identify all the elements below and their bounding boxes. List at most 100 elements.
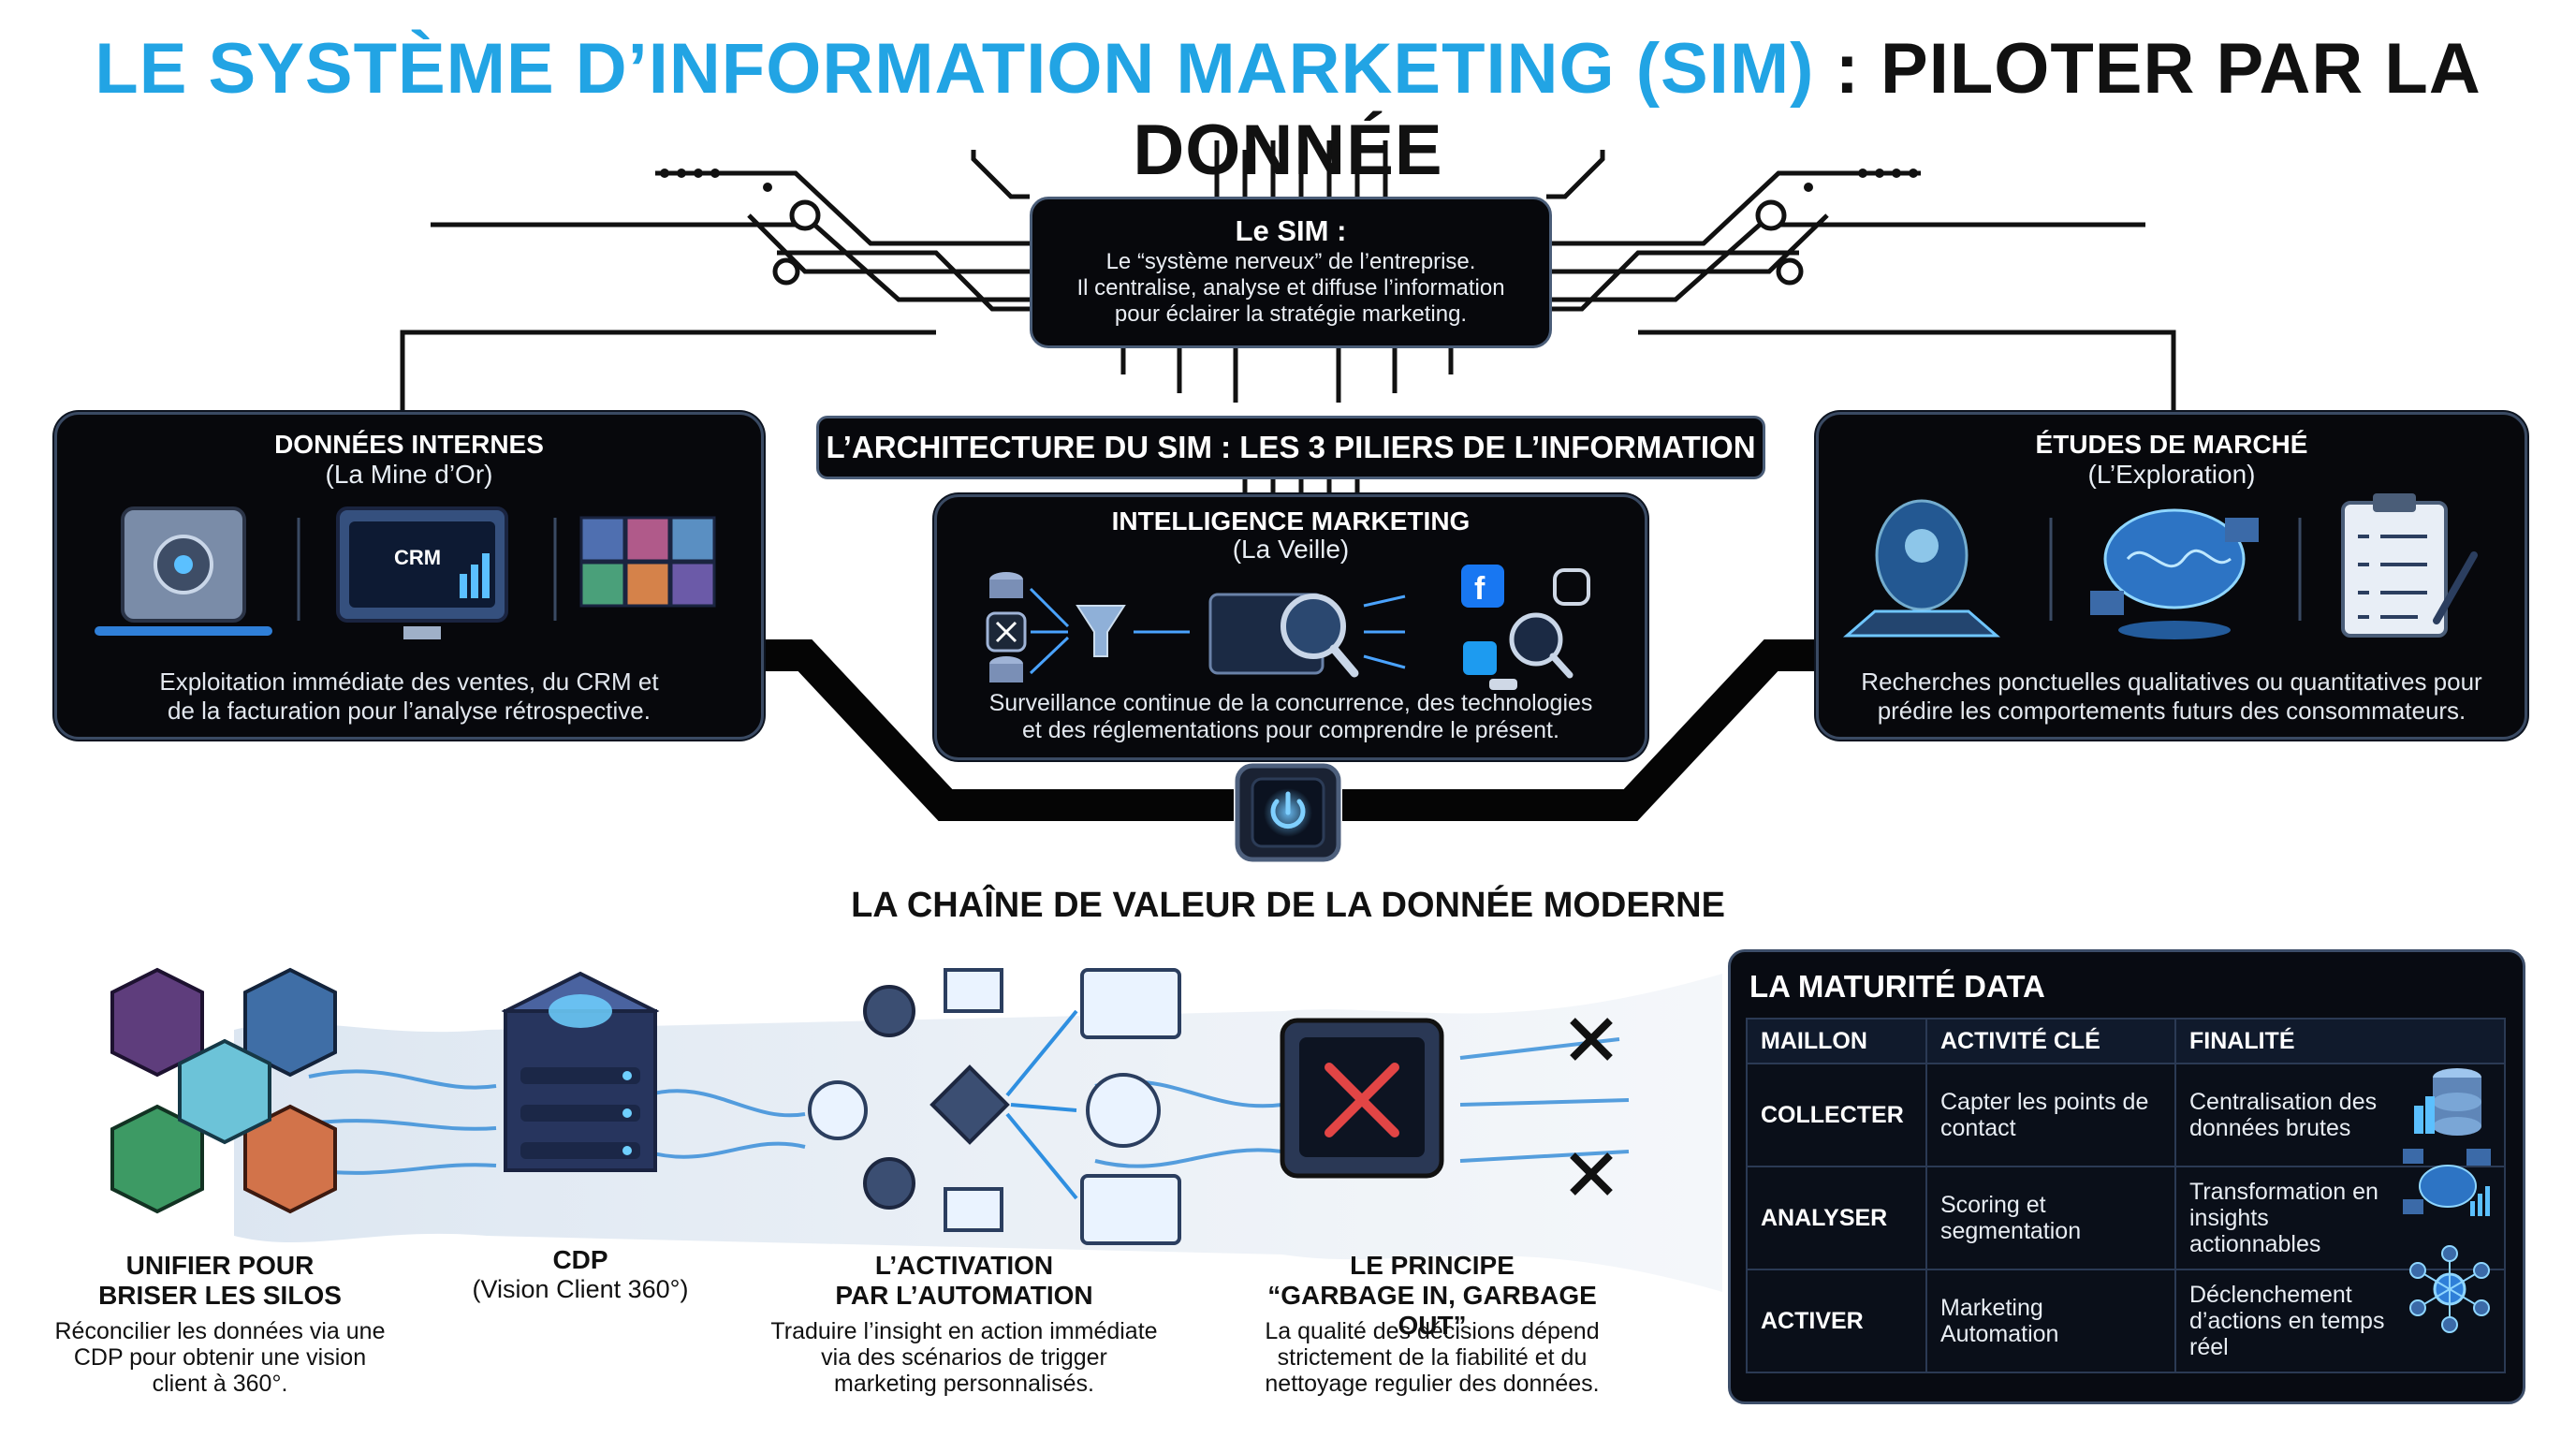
pillar-internal-title: DONNÉES INTERNES	[274, 430, 544, 459]
step-activation-text-line-2: via des scénarios de trigger	[821, 1344, 1107, 1371]
connector-left	[739, 639, 1234, 821]
step-principle-text-line-2: strictement de la fiabilité et du	[1277, 1344, 1588, 1371]
maturity-row-2-finalite: Transformation en insights actionnables	[2189, 1179, 2378, 1257]
network-hub-icon	[2409, 1245, 2490, 1333]
maturity-row-3-finalite-cell: Déclenchement d’actions en temps réel	[2174, 1245, 2506, 1373]
sim-title: Le SIM :	[1235, 214, 1347, 247]
pillar-internal-text-line-1: Exploitation immédiate des ventes, du CR…	[159, 668, 659, 696]
data-cubes-icon	[579, 516, 716, 608]
pillar-market-subtitle: (L’Exploration)	[2087, 460, 2256, 489]
step-principle-title: LE PRINCIPE “GARBAGE IN, GARBAGE OUT”	[1236, 1251, 1629, 1341]
analytics-brain-icon	[2403, 1149, 2491, 1216]
hologram-head-icon	[1842, 499, 2001, 638]
maturity-row-2-maillon: ANALYSER	[1746, 1166, 1927, 1270]
maturity-header-maillon: MAILLON	[1746, 1018, 1927, 1064]
maturity-row-1-maillon: COLLECTER	[1746, 1063, 1927, 1167]
sim-description: Le “système nerveux” de l’entreprise. Il…	[1076, 249, 1505, 327]
table-row: ANALYSER Scoring et segmentation Transfo…	[1746, 1149, 2506, 1270]
database-icon	[989, 572, 1023, 682]
power-chip-icon	[1235, 763, 1341, 862]
sim-definition-box: Le SIM : Le “système nerveux” de l’entre…	[1030, 197, 1552, 348]
pillar-internal-text-line-2: de la facturation pour l’analyse rétrosp…	[168, 697, 651, 725]
pillar-internal-icons: CRM	[95, 506, 716, 639]
step-unify-title-line-2: BRISER LES SILOS	[98, 1281, 342, 1310]
step-unify-text: Réconcilier les données via une CDP pour…	[28, 1318, 412, 1397]
x-icon	[986, 611, 1027, 653]
silos-cubes-icon	[110, 967, 337, 1214]
value-chain-title: LA CHAÎNE DE VALEUR DE LA DONNÉE MODERNE	[851, 886, 1725, 925]
table-row: COLLECTER Capter les points de contact C…	[1746, 1063, 2506, 1167]
maturity-row-2-activite: Scoring et segmentation	[1925, 1166, 2176, 1270]
step-activation-title-line-1: L’ACTIVATION	[874, 1251, 1054, 1280]
circuit-nodes	[772, 199, 1804, 286]
step-principle-text-line-1: La qualité des décisions dépend	[1265, 1318, 1600, 1344]
pillar-intelligence-subtitle: (La Veille)	[1232, 535, 1350, 564]
step-activation-text: Traduire l’insight en action immédiate v…	[749, 1318, 1179, 1397]
pillar-market-text-line-2: prédire les comportements futurs des con…	[1877, 697, 2466, 725]
pillar-market-studies: ÉTUDES DE MARCHÉ (L’Exploration) Recherc…	[1816, 412, 2527, 740]
crm-label: CRM	[394, 546, 441, 569]
maturity-header-activite: ACTIVITÉ CLÉ	[1925, 1018, 2176, 1064]
step-principle-title-line-1: LE PRINCIPE	[1350, 1251, 1515, 1280]
clipboard-icon	[2341, 493, 2478, 638]
maturity-data-panel: LA MATURITÉ DATA MAILLON ACTIVITÉ CLÉ FI…	[1728, 949, 2525, 1404]
instagram-icon	[1553, 568, 1590, 606]
pillar-market-text: Recherches ponctuelles qualitatives ou q…	[1819, 668, 2525, 726]
database-stack-icon	[2414, 1068, 2481, 1136]
brain-icon	[2090, 508, 2259, 639]
maturity-row-3-activite: Marketing Automation	[1925, 1269, 2176, 1373]
pillar-market-title: ÉTUDES DE MARCHÉ	[2035, 430, 2308, 459]
maturity-row-1-finalite-cell: Centralisation des données brutes	[2174, 1063, 2506, 1167]
maturity-row-1-activite: Capter les points de contact	[1925, 1063, 2176, 1167]
connector-right	[1342, 639, 1837, 821]
pillar-marketing-intelligence: INTELLIGENCE MARKETING (La Veille) f Sur…	[934, 494, 1647, 760]
step-cdp-title: CDP	[552, 1245, 608, 1274]
funnel-icon	[1076, 605, 1126, 657]
maturity-header-finalite: FINALITÉ	[2174, 1018, 2506, 1064]
step-unify-title-line-1: UNIFIER POUR	[125, 1251, 315, 1280]
step-principle-title-line-2: “GARBAGE IN, GARBAGE OUT”	[1267, 1281, 1597, 1340]
pillar-intelligence-text-line-1: Surveillance continue de la concurrence,…	[988, 690, 1593, 716]
pillar-market-text-line-1: Recherches ponctuelles qualitatives ou q…	[1861, 668, 2482, 696]
garbage-monitor-icon	[1280, 1018, 1613, 1196]
tiktok-icon	[1489, 679, 1517, 690]
pillar-intelligence-text: Surveillance continue de la concurrence,…	[937, 690, 1645, 744]
twitter-icon	[1463, 641, 1497, 675]
automation-icons	[808, 968, 1181, 1245]
step-activation-title-line-2: PAR L’AUTOMATION	[835, 1281, 1093, 1310]
step-unify-text-line-1: Réconcilier les données via une	[54, 1318, 386, 1344]
maturity-title: LA MATURITÉ DATA	[1749, 969, 2045, 1004]
pillar-internal-subtitle: (La Mine d’Or)	[325, 460, 493, 489]
crm-monitor-icon: CRM	[336, 506, 508, 639]
circuit-dots	[660, 169, 1918, 192]
title-part-1: LE SYSTÈME D’INFORMATION MARKETING (SIM)	[95, 29, 1815, 109]
magnifier-icon	[1208, 593, 1359, 678]
step-unify-title: UNIFIER POUR BRISER LES SILOS	[47, 1251, 393, 1311]
step-activation-text-line-1: Traduire l’insight en action immédiate	[770, 1318, 1158, 1344]
svg-text:f: f	[1474, 571, 1486, 607]
pillar-intelligence-icons: f	[986, 565, 1590, 690]
maturity-table: MAILLON ACTIVITÉ CLÉ FINALITÉ COLLECTER …	[1746, 1018, 2506, 1373]
pillar-intelligence-title: INTELLIGENCE MARKETING	[1111, 506, 1471, 536]
circuit-traces	[400, 140, 2176, 496]
maturity-header-row: MAILLON ACTIVITÉ CLÉ FINALITÉ	[1746, 1018, 2506, 1064]
step-unify-text-line-2: CDP pour obtenir une vision	[73, 1344, 367, 1371]
step-activation-text-line-3: marketing personnalisés.	[834, 1371, 1094, 1397]
step-activation-title: L’ACTIVATION PAR L’AUTOMATION	[805, 1251, 1123, 1311]
title-part-2: : PILOTER PAR LA DONNÉE	[1133, 29, 2481, 190]
facebook-icon	[1461, 565, 1504, 608]
step-principle-text: La qualité des décisions dépend strictem…	[1236, 1318, 1629, 1397]
maturity-row-1-finalite: Centralisation des données brutes	[2189, 1089, 2378, 1141]
step-unify-text-line-3: client à 360°.	[152, 1371, 288, 1397]
table-row: ACTIVER Marketing Automation Déclencheme…	[1746, 1245, 2506, 1373]
pillar-intelligence-text-line-2: et des réglementations pour comprendre l…	[1022, 717, 1559, 743]
pillar-internal-data: DONNÉES INTERNES (La Mine d’Or) CRM Expl…	[54, 412, 764, 740]
cdp-server-icon	[501, 971, 660, 1172]
safe-icon	[95, 506, 272, 636]
architecture-banner: L’ARCHITECTURE DU SIM : LES 3 PILIERS DE…	[816, 416, 1765, 479]
step-cdp-subtitle: (Vision Client 360°)	[472, 1275, 689, 1303]
step-principle-text-line-3: nettoyage regulier des données.	[1265, 1371, 1600, 1397]
pillar-internal-text: Exploitation immédiate des ventes, du CR…	[57, 668, 761, 726]
pillar-market-icons	[1842, 493, 2478, 639]
